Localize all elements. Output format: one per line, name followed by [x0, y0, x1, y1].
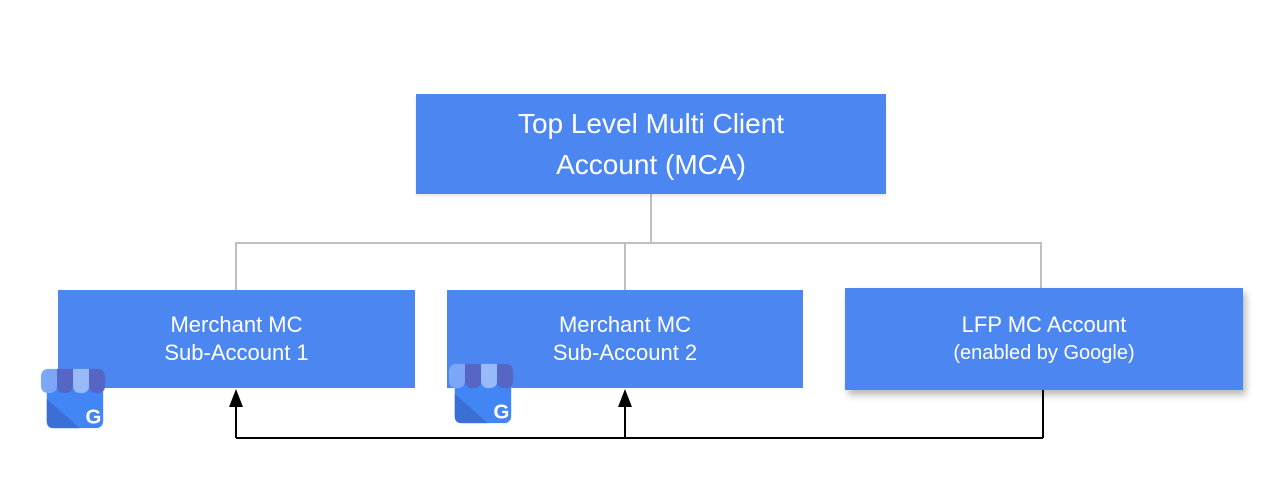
google-business-profile-icon: G: [448, 363, 514, 423]
tree-connectors: [235, 194, 1042, 290]
google-business-profile-icon: G: [40, 368, 106, 428]
arrowhead-to-sub1: [229, 389, 243, 407]
arrowhead-to-sub2: [618, 389, 632, 407]
google-g-letter: G: [86, 406, 102, 428]
merchant-sub-account-1-box: Merchant MC Sub-Account 1: [58, 290, 415, 388]
sub2-label-line2: Sub-Account 2: [552, 340, 698, 365]
awning: [448, 363, 514, 389]
sub2-label-line1: Merchant MC: [558, 312, 692, 337]
lfp-label-line2: (enabled by Google): [953, 342, 1135, 364]
ownership-arrows: [229, 389, 1044, 439]
sub1-label-line1: Merchant MC: [170, 312, 303, 337]
lfp-mc-account-box: LFP MC Account (enabled by Google): [845, 288, 1243, 390]
awning: [40, 368, 106, 394]
mca-label-line2: Account (MCA): [556, 149, 746, 180]
lfp-label-line1: LFP MC Account: [961, 312, 1127, 337]
mca-label-line1: Top Level Multi Client: [517, 108, 785, 139]
sub1-label-line2: Sub-Account 1: [164, 340, 309, 365]
mca-box: Top Level Multi Client Account (MCA): [416, 94, 886, 194]
google-g-letter: G: [494, 401, 510, 423]
